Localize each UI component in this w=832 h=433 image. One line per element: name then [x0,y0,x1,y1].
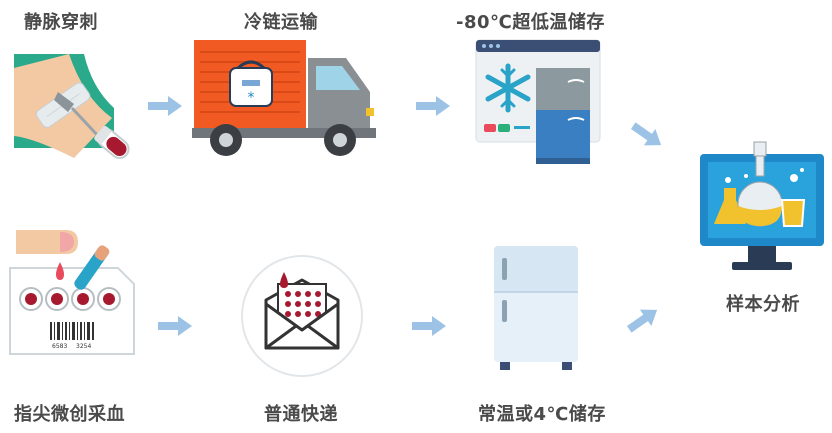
refrigerated-truck-icon: * [192,40,376,156]
barcode-number-right: 3254 [76,343,91,350]
label-frozen-storage: -80℃超低温储存 [456,12,605,33]
arrow-card-to-mail [158,316,192,336]
mail-envelope-icon [241,255,363,377]
ultra-low-freezer-icon [475,39,601,164]
arrow-fridge-to-analysis [626,309,658,333]
arrow-mail-to-fridge [412,316,446,336]
svg-text:*: * [248,90,255,106]
lab-analysis-monitor-icon [700,141,824,270]
arrow-truck-to-freezer [416,96,450,116]
barcode-number-left: 6583 [52,343,67,350]
venipuncture-icon [14,54,130,160]
label-regular-mail: 普通快递 [264,404,338,425]
label-finger-prick: 指尖微创采血 [14,404,125,425]
label-venipuncture: 静脉穿刺 [24,12,98,33]
arrow-freezer-to-analysis [630,122,662,146]
label-sample-analysis: 样本分析 [726,294,800,315]
arrow-venipuncture-to-truck [148,96,182,116]
label-cold-chain: 冷链运输 [244,12,318,33]
refrigerator-icon [494,246,578,370]
finger-prick-card-icon: 6583 3254 [9,230,135,355]
label-room-temp-storage: 常温或4℃储存 [478,404,606,425]
